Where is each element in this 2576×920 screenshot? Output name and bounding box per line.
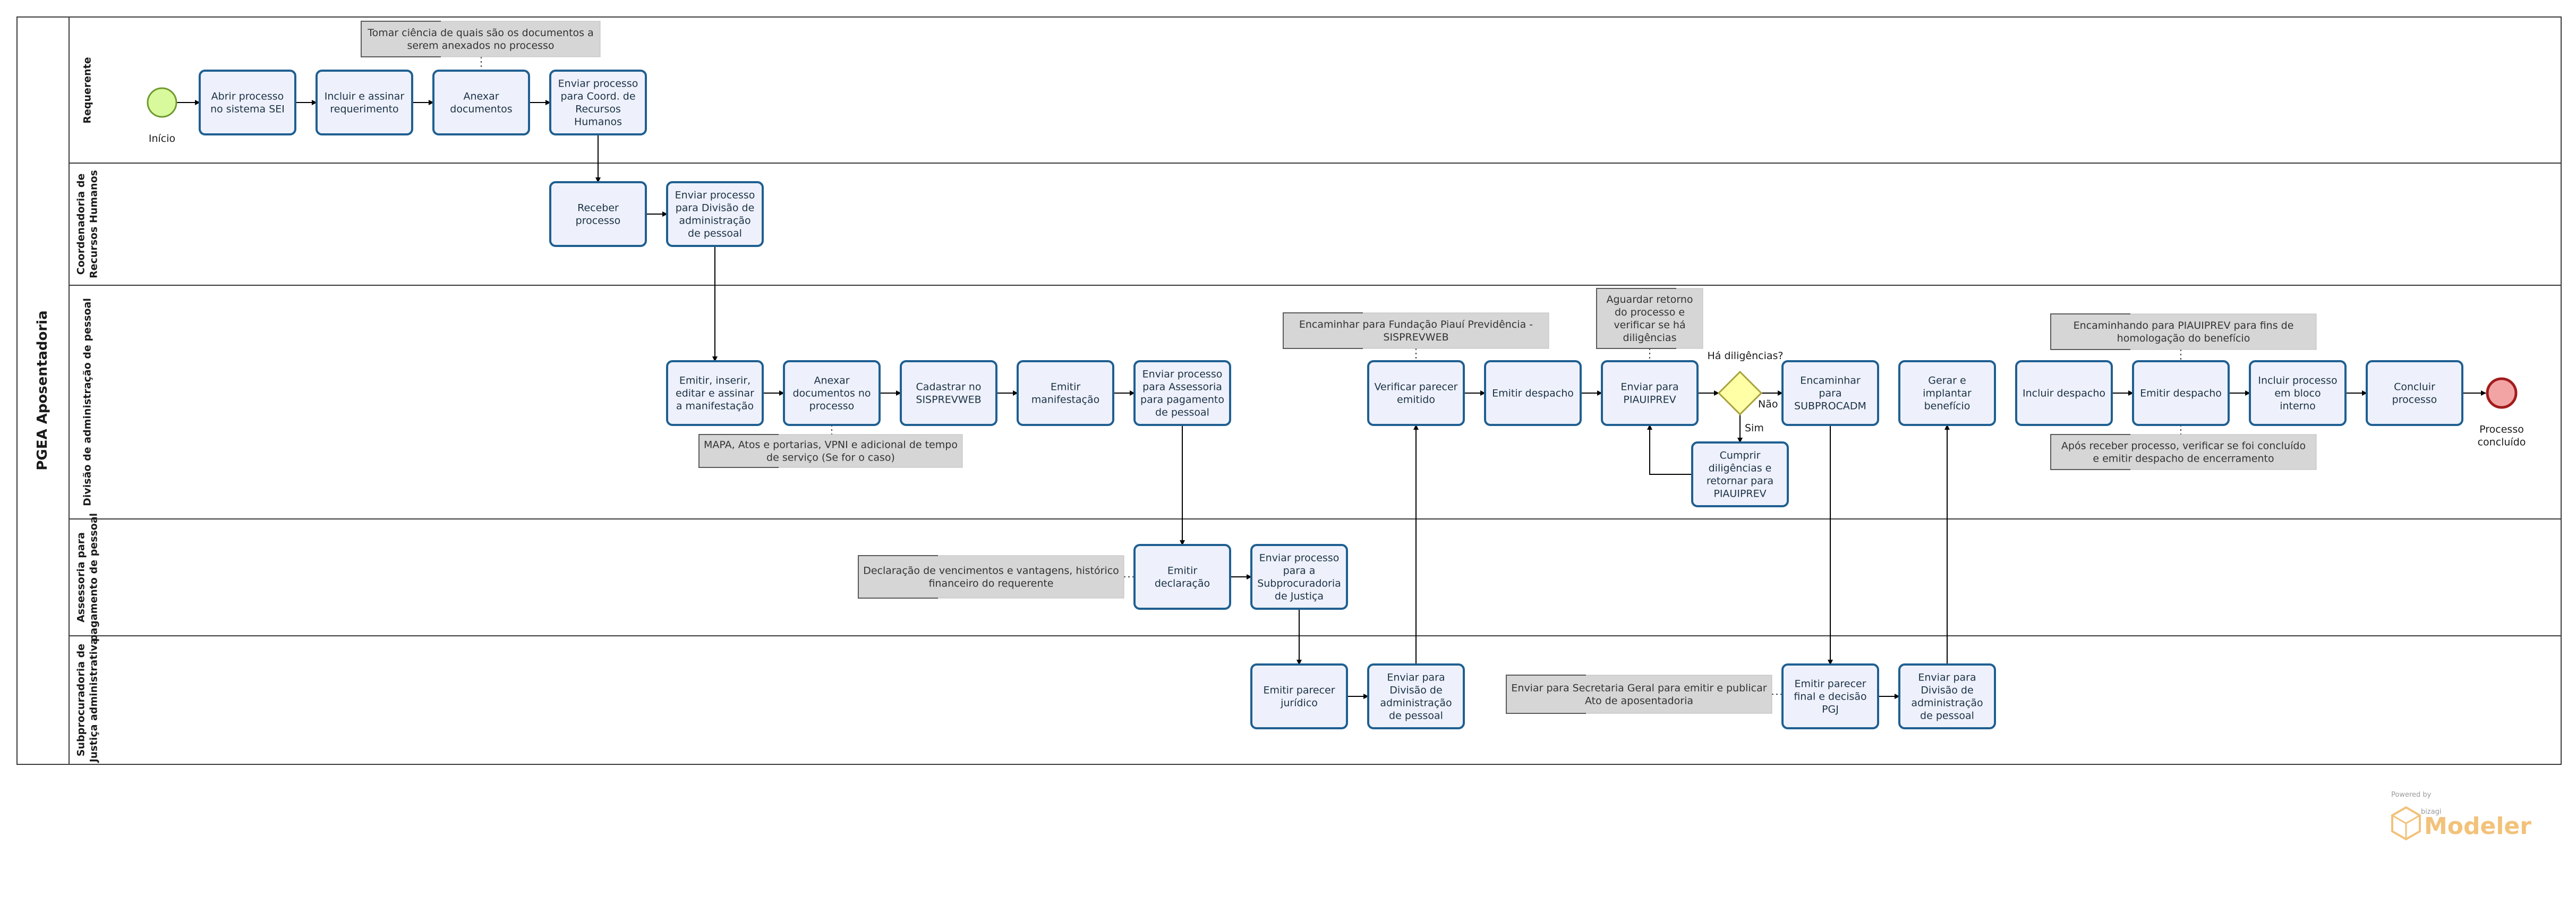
- annotation-text: Declaração de vencimentos e vantagens, h…: [863, 565, 1119, 590]
- associations: [481, 57, 2181, 695]
- start-event-label: Início: [149, 133, 175, 144]
- gateway-question: Há diligências?: [1707, 350, 1783, 362]
- gateway-no-label: Não: [1758, 398, 1778, 410]
- annotation-tomar-ciencia: Tomar ciência de quais são os documentos…: [361, 21, 601, 57]
- annotation-declaracao: Declaração de vencimentos e vantagens, h…: [858, 555, 1124, 599]
- powered-by-text: Powered by: [2391, 791, 2432, 799]
- annotation-text: Encaminhando para PIAUIPREV para fins de…: [2074, 320, 2294, 344]
- annotation-text: Enviar para Secretaria Geral para emitir…: [1511, 683, 1767, 707]
- vendor-text: bizagi: [2421, 808, 2442, 816]
- annotation-text: Tomar ciência de quais são os documentos…: [367, 27, 593, 52]
- annotation-encaminhando-piauiprev: Encaminhando para PIAUIPREV para fins de…: [2050, 313, 2317, 350]
- task-emitir-despacho1[interactable]: Emitir despacho: [1484, 360, 1582, 426]
- annotation-apos-receber: Após receber processo, verificar se foi …: [2050, 434, 2317, 470]
- task-label: Incluir despacho: [2023, 388, 2105, 399]
- annotation-text: MAPA, Atos e portarias, VPNI e adicional…: [704, 439, 958, 464]
- annotation-encaminhar-fundacao: Encaminhar para Fundação Piauí Previdênc…: [1283, 312, 1549, 349]
- annotation-secretaria: Enviar para Secretaria Geral para emitir…: [1506, 675, 1772, 714]
- task-incluir-despacho[interactable]: Incluir despacho: [2015, 360, 2113, 426]
- lane-label-div-adm: Divisão de administração de pessoal: [82, 298, 93, 506]
- start-event[interactable]: Início: [147, 87, 177, 144]
- annotations: Tomar ciência de quais são os documentos…: [361, 21, 2317, 714]
- annotation-mapa: MAPA, Atos e portarias, VPNI e adicional…: [698, 434, 963, 468]
- sequence-flows: [177, 100, 2486, 699]
- task-label: Emitir despacho: [1492, 388, 1574, 399]
- annotation-text: Encaminhar para Fundação Piauí Previdênc…: [1299, 319, 1533, 343]
- pool-title: PGEA Aposentadoria: [35, 310, 50, 470]
- gateway-yes-label: Sim: [1745, 422, 1764, 434]
- annotation-text: Após receber processo, verificar se foi …: [2061, 440, 2306, 465]
- task-emitir-despacho2[interactable]: Emitir despacho: [2132, 360, 2230, 426]
- cube-logo-icon: [2391, 806, 2421, 841]
- lane-label-requerente: Requerente: [82, 57, 93, 123]
- flow: [1647, 424, 1692, 475]
- product-name: Modeler: [2424, 813, 2531, 840]
- task-label: Emitir despacho: [2140, 388, 2222, 399]
